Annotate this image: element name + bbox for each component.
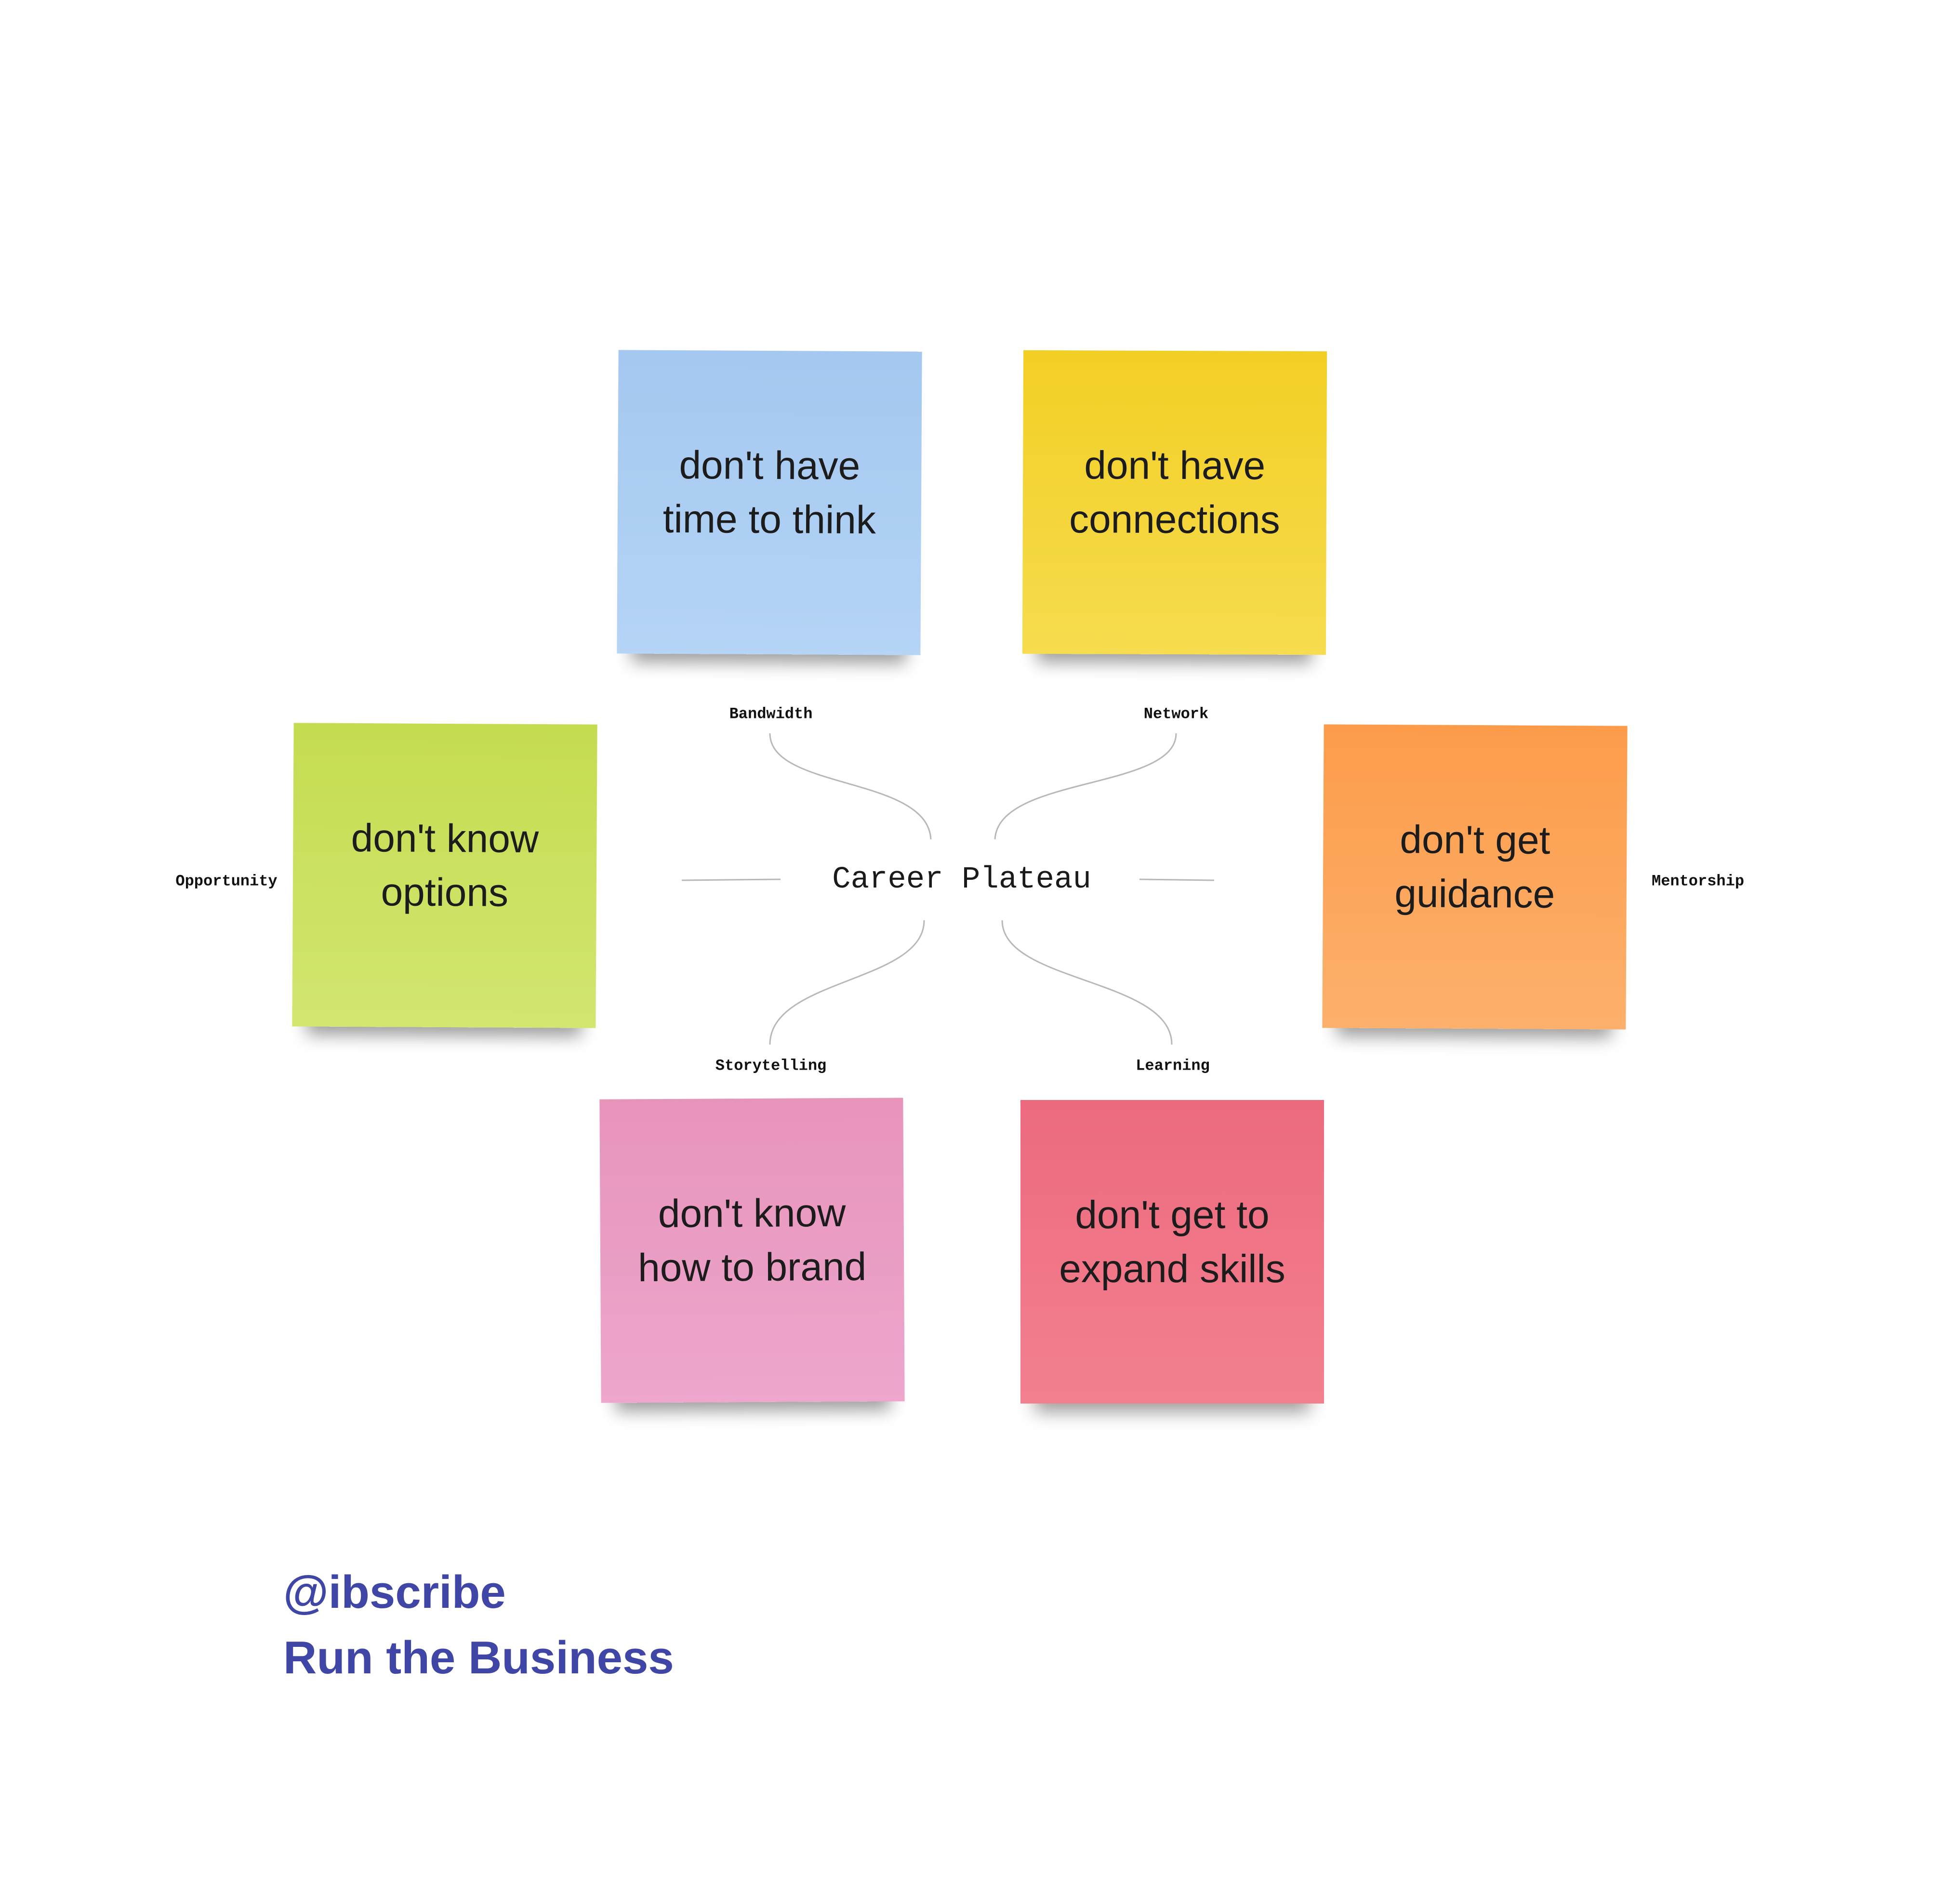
note-text: don't know how to brand [637, 1191, 867, 1290]
note-text: don't get to expand skills [1059, 1193, 1285, 1291]
branch-label-opportunity: Opportunity [175, 872, 278, 890]
brand-tagline: Run the Business [283, 1632, 674, 1683]
note-text: don't have connections [1069, 443, 1280, 542]
connector-bandwidth [769, 733, 932, 840]
sticky-note-learning[interactable]: don't get to expand skills [1020, 1100, 1324, 1404]
branch-label-network: Network [1143, 705, 1209, 723]
branch-label-learning: Learning [1136, 1057, 1210, 1075]
sticky-note-network[interactable]: don't have connections [1022, 350, 1327, 655]
note-text: don't know options [351, 816, 539, 915]
connector-opportunity [681, 878, 781, 881]
connector-storytelling [769, 920, 925, 1045]
note-text: don't have time to think [662, 443, 876, 543]
sticky-note-bandwidth[interactable]: don't have time to think [617, 350, 922, 655]
note-text: don't get guidance [1394, 818, 1555, 916]
sticky-note-opportunity[interactable]: don't know options [292, 723, 597, 1028]
brand-handle: @ibscribe [283, 1566, 506, 1618]
connector-learning [1001, 920, 1173, 1045]
central-topic[interactable]: Career Plateau [832, 862, 1091, 897]
sticky-note-storytelling[interactable]: don't know how to brand [599, 1098, 905, 1403]
connector-mentorship [1139, 878, 1215, 881]
sticky-note-mentorship[interactable]: don't get guidance [1322, 724, 1628, 1030]
branch-label-bandwidth: Bandwidth [729, 705, 813, 723]
connector-network [994, 733, 1177, 840]
branch-label-storytelling: Storytelling [715, 1057, 827, 1075]
branch-label-mentorship: Mentorship [1651, 872, 1745, 890]
